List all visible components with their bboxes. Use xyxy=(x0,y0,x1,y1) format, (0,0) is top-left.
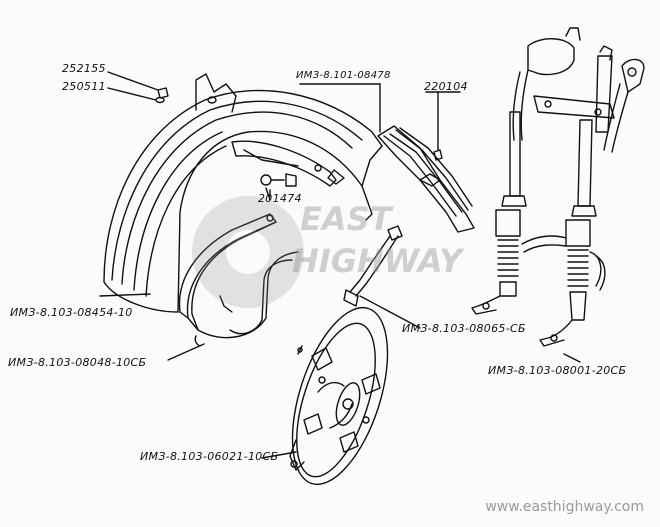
label-front-mudguard-stay: ИМЗ-8.101-08478 xyxy=(296,70,391,81)
label-brake-shield: ИМЗ-8.103-06021-10СБ xyxy=(140,450,279,463)
leader-line-bolt xyxy=(265,187,271,201)
label-mudguard-bolt: 201474 xyxy=(258,192,302,205)
front-mudguard-drawing xyxy=(103,73,383,313)
watermark-east: EAST xyxy=(300,200,392,238)
front-mudguard-stay-drawing xyxy=(299,83,475,233)
label-nut: 252155 xyxy=(62,62,106,75)
label-bolt: 220104 xyxy=(424,80,468,93)
bolt-220104-drawing xyxy=(425,91,461,161)
leader-line-mudguard xyxy=(99,293,151,297)
label-mudguard-rail: ИМЗ-8.103-08048-10СБ xyxy=(8,356,147,369)
mudguard-bolt-drawing xyxy=(260,173,297,197)
mudguard-rail-drawing xyxy=(167,213,299,361)
label-front-fork: ИМЗ-8.103-08001-20СБ xyxy=(488,364,627,377)
watermark-highway: HIGHWAY xyxy=(292,242,463,280)
label-front-mudguard: ИМЗ-8.103-08454-10 xyxy=(10,306,133,319)
front-fork-drawing xyxy=(471,27,645,363)
watermark-gear xyxy=(192,196,304,308)
brake-shield-drawing xyxy=(261,306,389,486)
label-washer: 250511 xyxy=(62,80,106,93)
label-mudguard-bracket: ИМЗ-8.103-08065-СБ xyxy=(402,322,526,335)
nut-and-washer-drawing xyxy=(107,71,169,104)
website-url: www.easthighway.com xyxy=(485,499,644,515)
mudguard-bracket-drawing xyxy=(343,225,421,329)
